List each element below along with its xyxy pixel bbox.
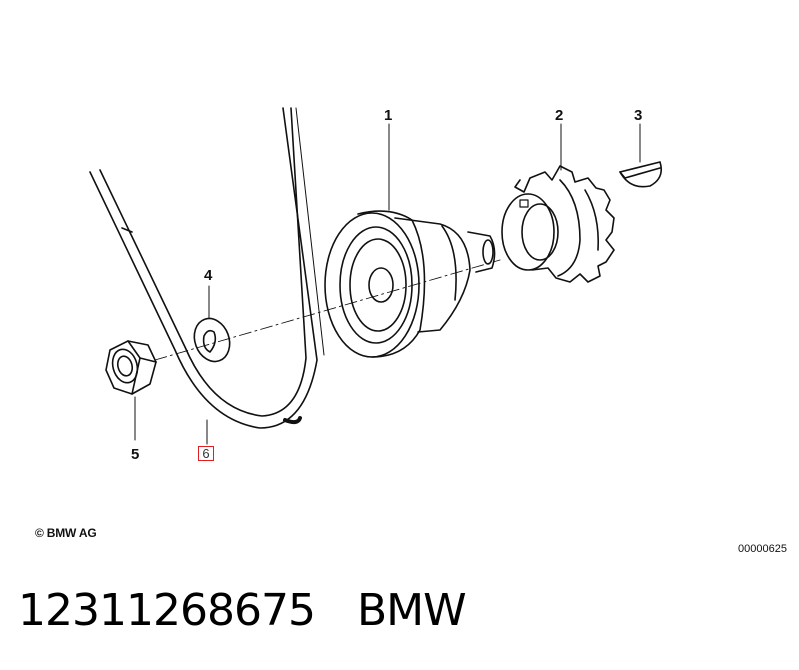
washer [193,317,231,363]
v-belt [89,107,325,429]
callout-5[interactable]: 5 [131,446,140,463]
part-number: 12311268675 [18,585,316,636]
callout-2[interactable]: 2 [555,107,564,124]
brand-name: BMW [356,585,467,636]
part-caption: 12311268675 BMW [18,585,467,636]
crankshaft-sprocket [501,165,615,283]
callout-6-highlighted[interactable]: 6 [198,446,214,461]
woodruff-key [619,161,663,188]
pulley-hub [324,210,496,358]
callout-1[interactable]: 1 [384,107,393,124]
copyright-notice: © BMW AG [35,526,97,540]
callout-3[interactable]: 3 [634,107,643,124]
exploded-parts-diagram [89,107,663,445]
image-code: 00000625 [738,543,787,555]
hex-nut [105,340,157,395]
callout-4[interactable]: 4 [204,267,213,284]
